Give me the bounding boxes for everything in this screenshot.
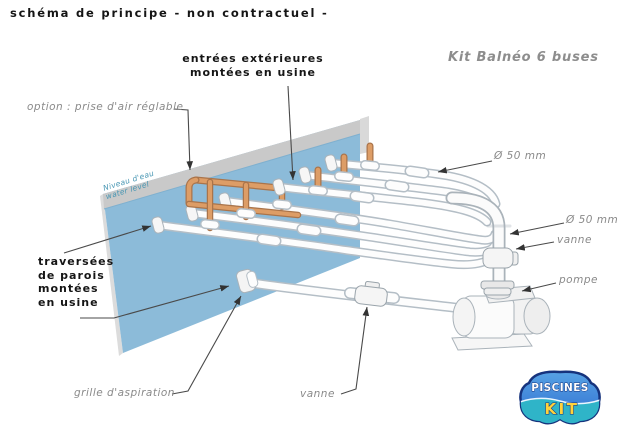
label-diameter-50-top: Ø 50 mm <box>494 150 547 162</box>
collector-pipe <box>445 191 512 297</box>
wall-fittings-upper <box>272 154 338 196</box>
pump-illustration <box>451 285 551 351</box>
suction-valve <box>354 280 388 307</box>
wall-fittings-lower <box>151 192 232 234</box>
kit-title: Kit Balnéo 6 buses <box>448 50 599 65</box>
air-inlet-stubs <box>308 142 380 196</box>
wall-left-edge <box>100 194 123 356</box>
wall-gray-band <box>103 120 360 209</box>
label-air-intake-option: option : prise d'air réglable <box>27 101 184 113</box>
logo-text-kit: KIT <box>545 400 580 418</box>
label-suction-grille: grille d'aspiration <box>74 387 175 399</box>
water-line <box>103 133 361 210</box>
label-valve-right: vanne <box>557 234 592 246</box>
drain-wall-fitting <box>236 268 259 294</box>
piscines-kit-logo: PISCINES KIT <box>519 370 601 425</box>
label-wall-penetrations: traversées de parois montées en usine <box>38 255 115 309</box>
wall-right-edge <box>360 116 369 154</box>
label-valve-bottom: vanne <box>300 388 335 400</box>
label-diameter-50-mid: Ø 50 mm <box>566 214 619 226</box>
label-exterior-inlets: entrées extérieures montées en usine <box>182 52 324 79</box>
collector-valve <box>480 247 519 296</box>
label-pump: pompe <box>559 274 598 286</box>
leader-lines <box>63 85 565 395</box>
logo-wave <box>520 397 600 424</box>
jet-pipes-lower <box>153 196 500 270</box>
logo-text-piscines: PISCINES <box>531 382 589 394</box>
page-title: schéma de principe - non contractuel - <box>10 6 329 20</box>
